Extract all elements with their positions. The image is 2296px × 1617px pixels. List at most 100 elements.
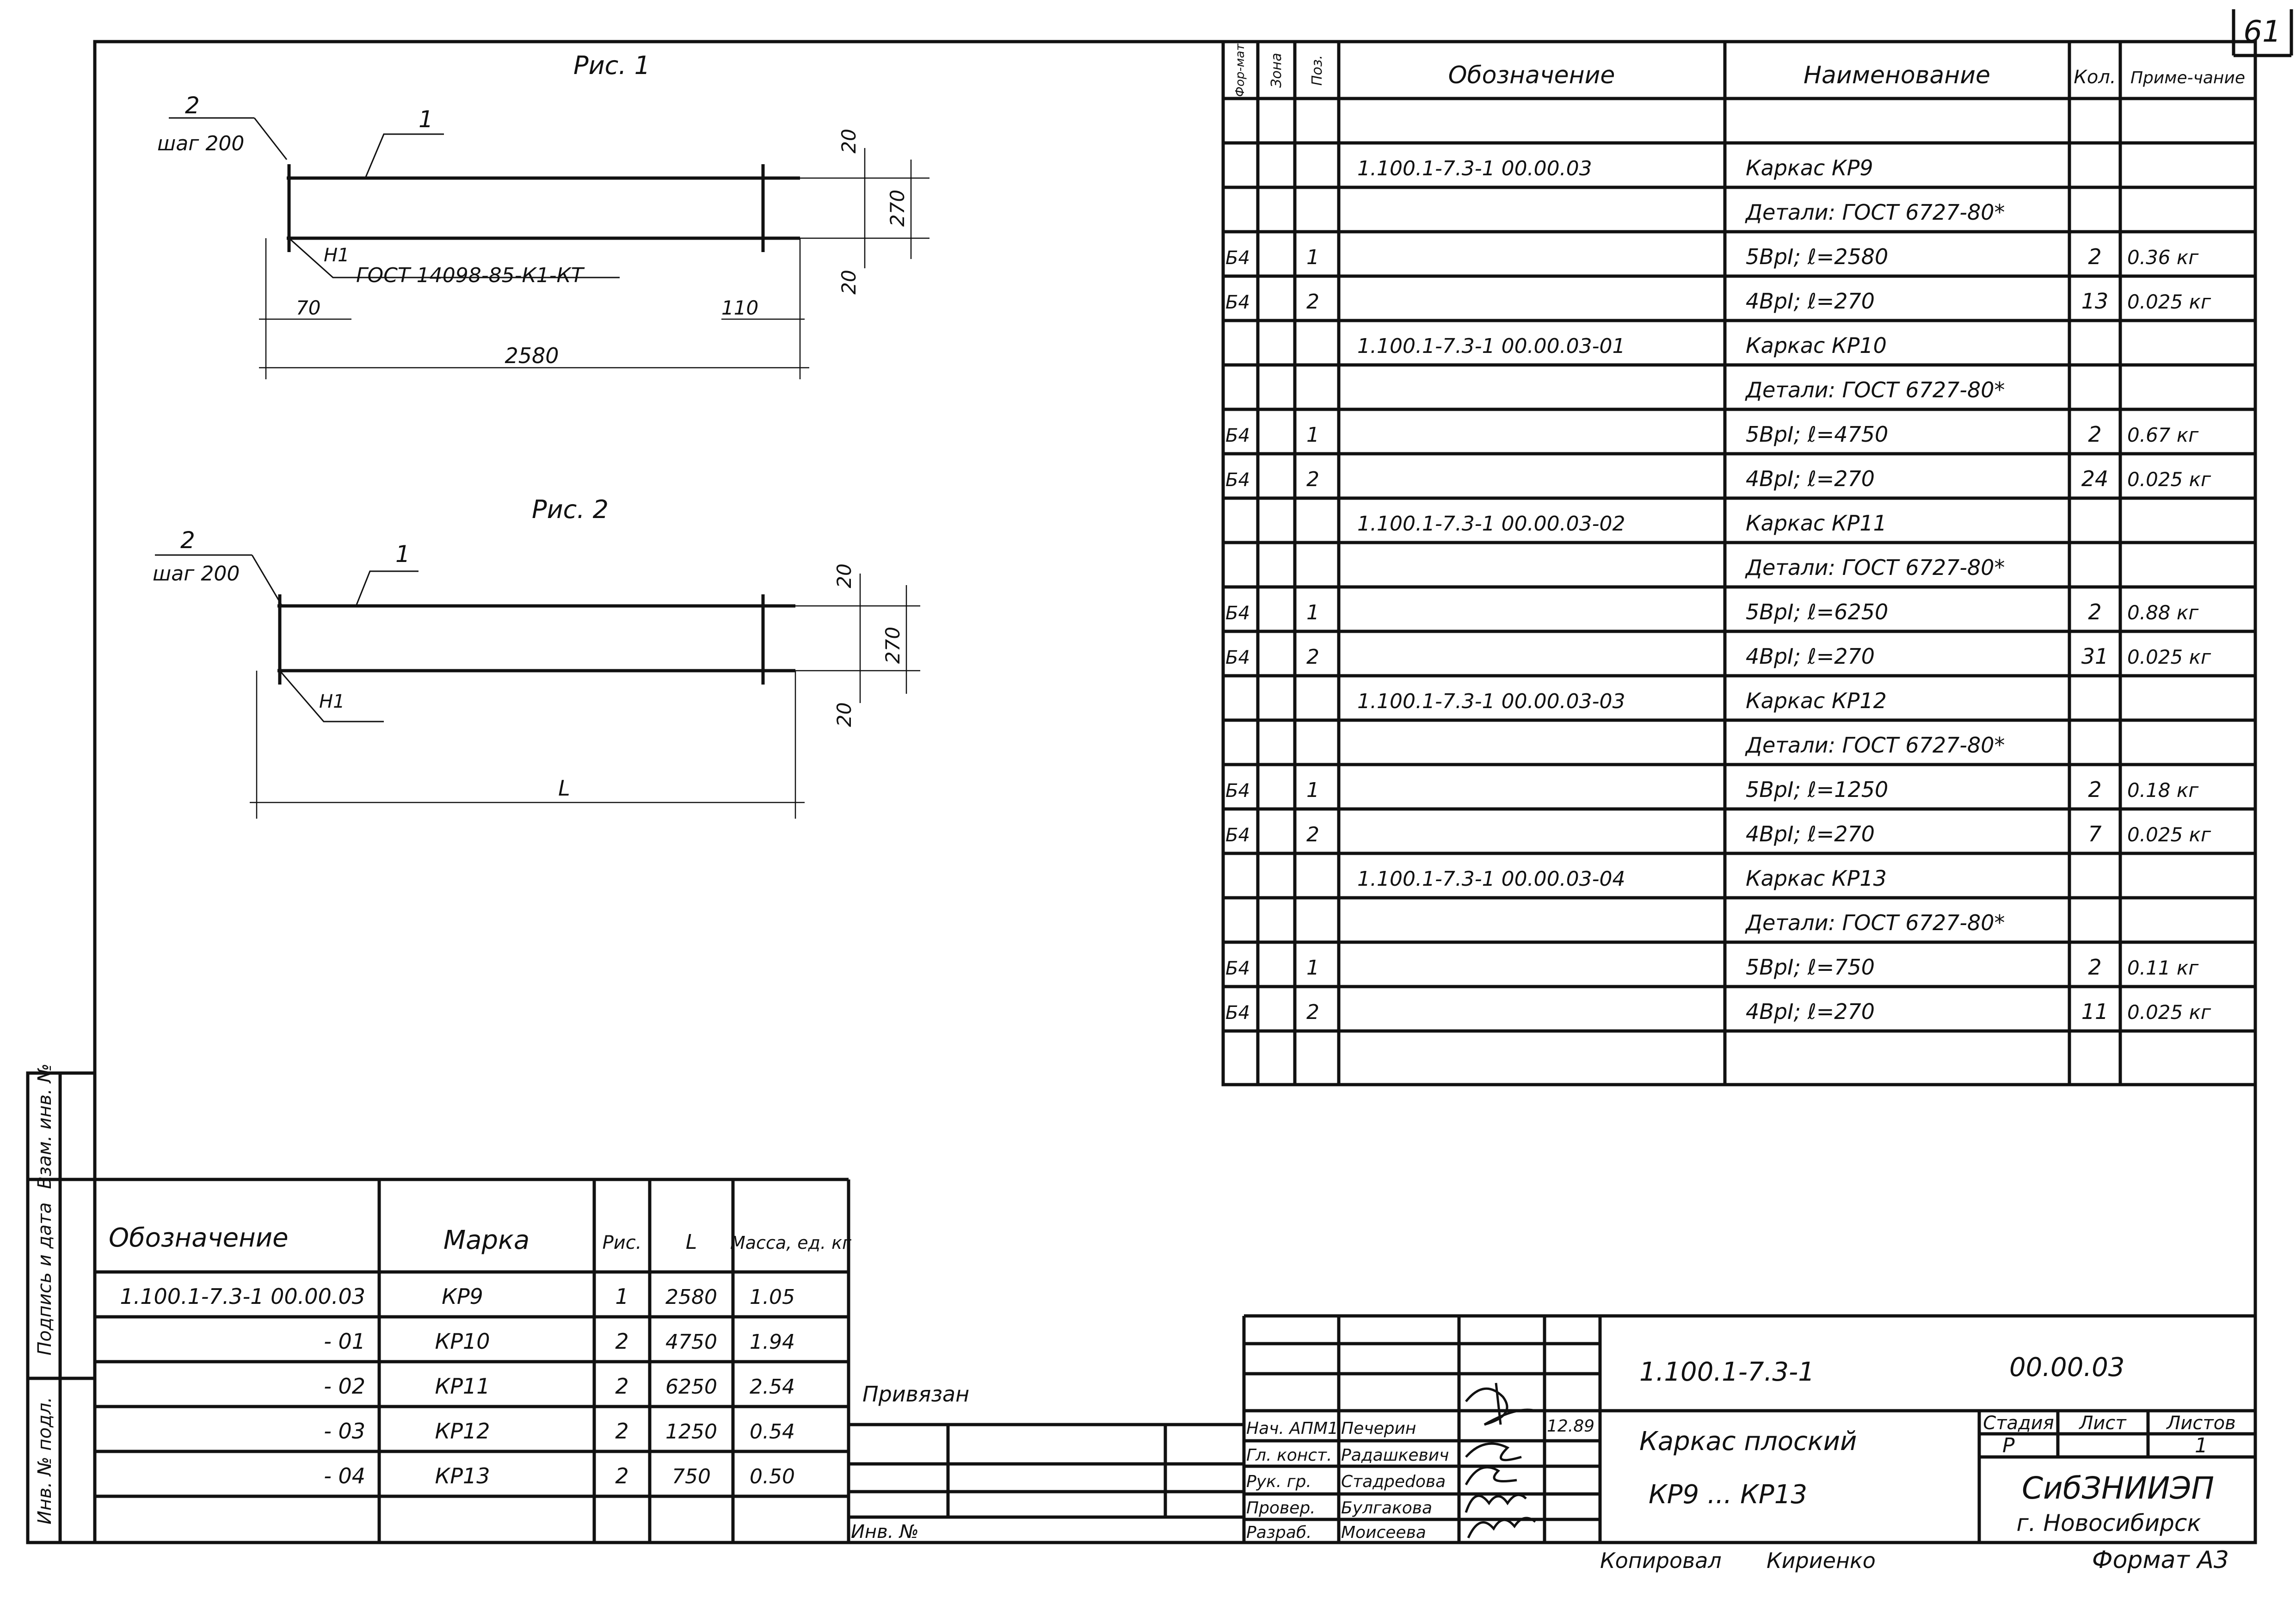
footer-copied-label: Копировал bbox=[1600, 1548, 1722, 1573]
spec-cell-format: Б4 bbox=[1225, 469, 1250, 491]
page-number: 61 bbox=[2243, 15, 2281, 49]
fig1-pitch-label: шаг 200 bbox=[157, 132, 244, 155]
people-role: Разраб. bbox=[1246, 1523, 1311, 1542]
title-sheets-value: 1 bbox=[2195, 1434, 2208, 1457]
spec-cell-position: 2 bbox=[1306, 645, 1319, 669]
binding-inv-label: Инв. № bbox=[851, 1521, 919, 1543]
spec-cell-quantity: 24 bbox=[2081, 466, 2109, 491]
people-name: Стадреdова bbox=[1341, 1472, 1446, 1491]
people-role: Рук. гр. bbox=[1246, 1472, 1311, 1491]
title-sheet-header: Лист bbox=[2078, 1413, 2127, 1434]
spec-cell-position: 2 bbox=[1306, 468, 1319, 491]
spec-cell-name: Детали: ГОСТ 6727-80* bbox=[1745, 733, 2005, 758]
spec-cell-name: 5ВрI; ℓ=1250 bbox=[1746, 777, 1888, 802]
spec-cell-name: Детали: ГОСТ 6727-80* bbox=[1745, 200, 2005, 225]
title-doc-suffix: 00.00.03 bbox=[2009, 1352, 2124, 1382]
spec-cell-quantity: 2 bbox=[2088, 422, 2101, 447]
marks-cell-length: 750 bbox=[672, 1465, 711, 1488]
figure-1: Рис. 1 2 шаг 200 1 Н1 ГОСТ 14098-85-К1-К… bbox=[157, 51, 929, 379]
marks-cell-designation: 1.100.1-7.3-1 00.00.03 bbox=[120, 1284, 365, 1309]
marks-header-mass: Масса, ед. кг bbox=[730, 1233, 852, 1253]
marks-cell-mark: КР12 bbox=[435, 1419, 490, 1444]
title-doc-code: 1.100.1-7.3-1 bbox=[1639, 1357, 1815, 1387]
marks-cell-length: 2580 bbox=[665, 1285, 717, 1309]
spec-cell-note: 0.11 кг bbox=[2127, 957, 2199, 979]
fig2-pos2-label: 2 bbox=[180, 527, 195, 554]
title-stage-value: Р bbox=[2002, 1434, 2015, 1457]
spec-cell-format: Б4 bbox=[1225, 292, 1250, 313]
spec-cell-quantity: 2 bbox=[2088, 777, 2101, 802]
spec-cell-format: Б4 bbox=[1225, 603, 1250, 624]
marks-cell-length: 4750 bbox=[665, 1330, 717, 1354]
title-stage-header: Стадия bbox=[1983, 1413, 2054, 1434]
spec-cell-designation: 1.100.1-7.3-1 00.00.03-03 bbox=[1357, 690, 1625, 713]
spec-cell-position: 1 bbox=[1306, 601, 1319, 624]
spec-header-position: Поз. bbox=[1309, 55, 1325, 86]
fig1-dim-bottom: 20 bbox=[837, 270, 860, 294]
marks-cell-mass: 0.50 bbox=[750, 1465, 795, 1488]
fig2-dim-length: L bbox=[558, 776, 570, 801]
spec-cell-name: 4ВрI; ℓ=270 bbox=[1746, 289, 1875, 314]
marks-header-designation: Обозначение bbox=[109, 1223, 289, 1253]
spec-cell-name: 5ВрI; ℓ=6250 bbox=[1746, 599, 1888, 624]
spec-cell-note: 0.025 кг bbox=[2127, 1001, 2211, 1024]
marks-header-length: L bbox=[686, 1230, 697, 1254]
spec-cell-format: Б4 bbox=[1225, 780, 1250, 802]
title-date: 12.89 bbox=[1547, 1417, 1594, 1436]
fig1-dim-length: 2580 bbox=[505, 343, 559, 368]
spec-cell-name: 4ВрI; ℓ=270 bbox=[1746, 466, 1875, 491]
marks-cell-figure: 2 bbox=[615, 1419, 628, 1444]
spec-cell-name: Каркас КР10 bbox=[1746, 333, 1887, 358]
spec-cell-name: Детали: ГОСТ 6727-80* bbox=[1745, 555, 2005, 580]
marks-cell-length: 6250 bbox=[665, 1375, 717, 1399]
fig1-title: Рис. 1 bbox=[573, 51, 650, 80]
title-org-line-2: г. Новосибирск bbox=[2016, 1510, 2201, 1537]
spec-cell-name: 5ВрI; ℓ=750 bbox=[1746, 955, 1875, 980]
fig1-dim-left-offset: 70 bbox=[296, 296, 320, 319]
spec-cell-note: 0.67 кг bbox=[2127, 424, 2199, 446]
spec-cell-note: 0.18 кг bbox=[2127, 779, 2199, 802]
spec-cell-designation: 1.100.1-7.3-1 00.00.03-01 bbox=[1357, 334, 1625, 358]
spec-cell-designation: 1.100.1-7.3-1 00.00.03 bbox=[1357, 157, 1592, 180]
marks-cell-designation: - 02 bbox=[324, 1374, 365, 1399]
spec-cell-designation: 1.100.1-7.3-1 00.00.03-04 bbox=[1357, 867, 1625, 891]
spec-header-zone: Зона bbox=[1268, 53, 1285, 88]
spec-cell-name: Каркас КР9 bbox=[1746, 155, 1873, 180]
spec-cell-quantity: 11 bbox=[2081, 999, 2109, 1024]
figure-2: Рис. 2 2 шаг 200 1 Н1 20 270 20 L bbox=[153, 495, 920, 819]
side-stamp bbox=[26, 1071, 97, 1544]
footer-format-label: Формат А3 bbox=[2092, 1546, 2229, 1574]
people-role: Нач. АПМ1 bbox=[1246, 1419, 1338, 1438]
marks-table bbox=[95, 1178, 850, 1543]
marks-header-figure: Рис. bbox=[603, 1232, 642, 1253]
people-name: Печерин bbox=[1341, 1419, 1416, 1438]
spec-cell-format: Б4 bbox=[1225, 825, 1250, 846]
fig2-pitch-label: шаг 200 bbox=[153, 562, 240, 586]
fig2-dim-top: 20 bbox=[833, 563, 856, 588]
side-stamp-original-inv: Инв. № подл. bbox=[34, 1397, 55, 1524]
fig1-weld-ref: ГОСТ 14098-85-К1-КТ bbox=[356, 264, 585, 287]
fig2-dim-bottom: 20 bbox=[833, 702, 856, 727]
side-stamp-signature-date: Подпись и дата bbox=[34, 1202, 55, 1355]
marks-cell-mark: КР10 bbox=[435, 1329, 490, 1354]
spec-table bbox=[1221, 40, 2257, 1086]
spec-cell-note: 0.88 кг bbox=[2127, 601, 2199, 624]
spec-cell-name: Каркас КР12 bbox=[1746, 688, 1887, 713]
marks-cell-designation: - 03 bbox=[324, 1419, 365, 1444]
marks-cell-mass: 0.54 bbox=[750, 1420, 795, 1444]
people-role: Провер. bbox=[1246, 1499, 1316, 1518]
spec-cell-position: 1 bbox=[1306, 423, 1319, 447]
spec-cell-quantity: 7 bbox=[2088, 821, 2101, 846]
spec-header-format: Фор-мат bbox=[1233, 43, 1247, 97]
title-block bbox=[1242, 1314, 2255, 1543]
fig2-weld-mark: Н1 bbox=[319, 691, 345, 712]
marks-cell-figure: 2 bbox=[615, 1463, 628, 1488]
binding-tied-label: Привязан bbox=[862, 1382, 969, 1407]
signatures bbox=[1465, 1382, 1536, 1539]
title-sheets-header: Листов bbox=[2166, 1413, 2235, 1434]
marks-cell-mark: КР11 bbox=[435, 1374, 490, 1399]
marks-cell-figure: 2 bbox=[615, 1329, 628, 1354]
side-stamp-replaced-inv: Взам. инв. № bbox=[34, 1063, 55, 1189]
spec-cell-format: Б4 bbox=[1225, 1002, 1250, 1024]
spec-cell-format: Б4 bbox=[1225, 958, 1250, 979]
